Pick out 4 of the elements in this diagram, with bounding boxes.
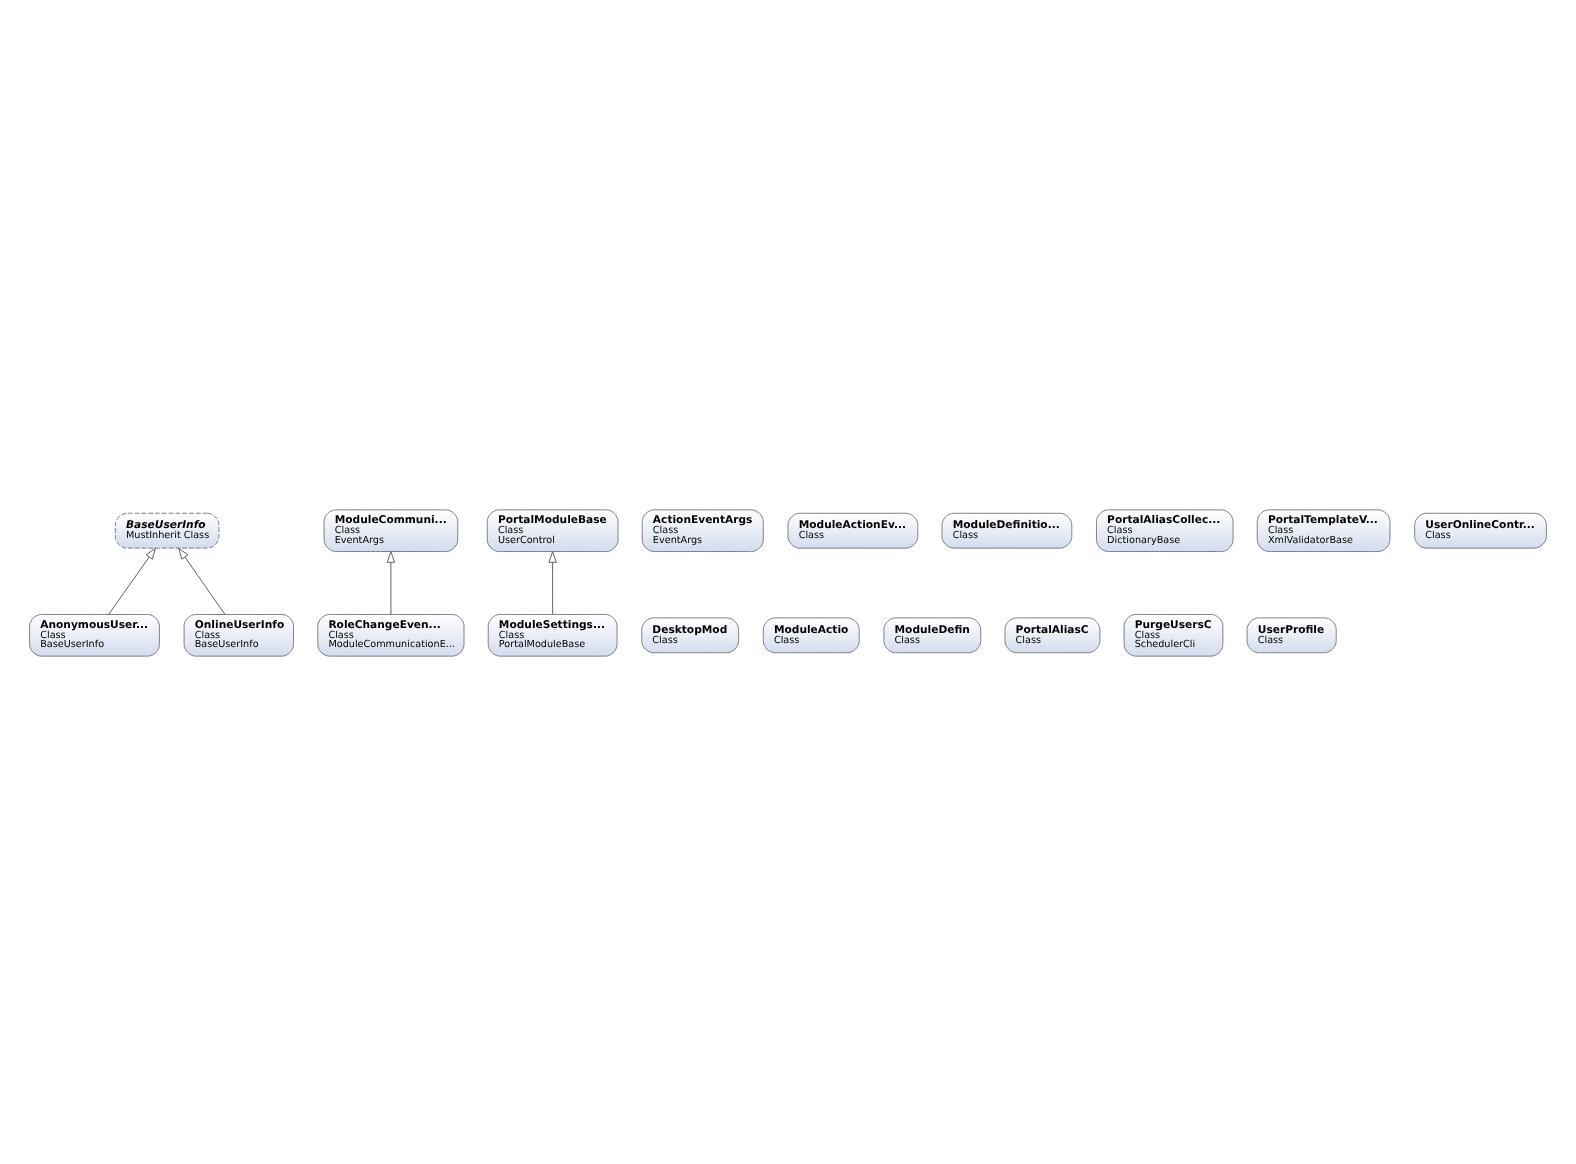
arrow <box>386 550 396 614</box>
arrow <box>108 546 156 614</box>
arrow <box>178 546 226 614</box>
arrow <box>548 550 557 614</box>
